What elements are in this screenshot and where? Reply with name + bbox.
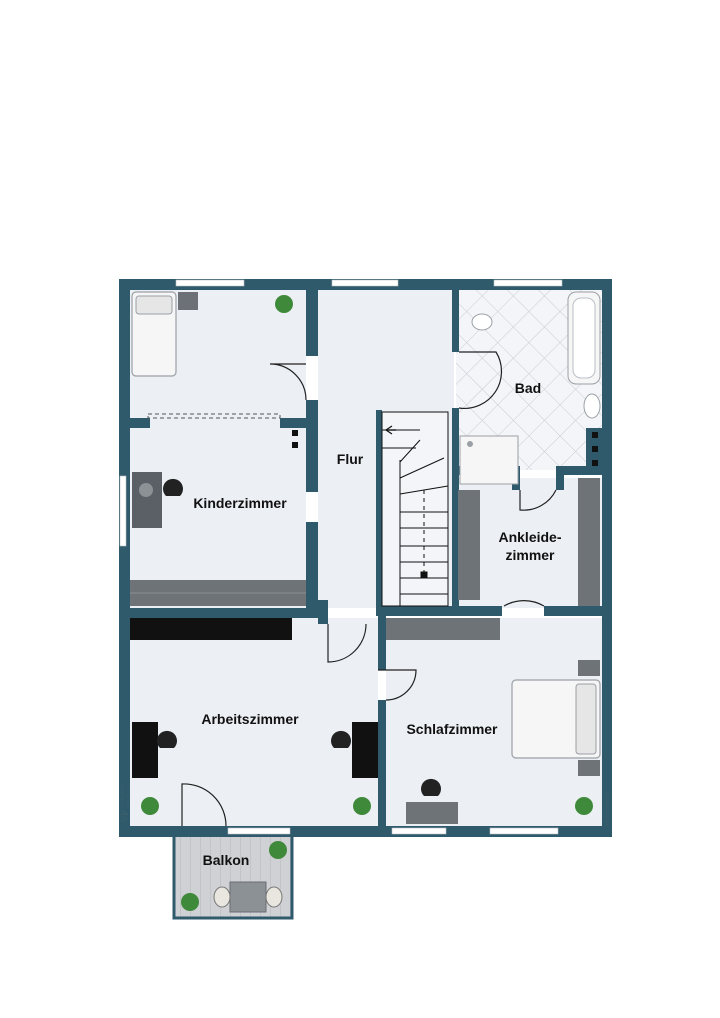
door-bad bbox=[458, 351, 503, 410]
wall-flur-stub bbox=[318, 600, 328, 624]
label-bad: Bad bbox=[515, 380, 541, 396]
brand-sub: IMMOBILIEN bbox=[126, 786, 130, 808]
kinder-nightstand bbox=[178, 292, 198, 310]
toilet bbox=[471, 313, 493, 331]
windows bbox=[119, 279, 563, 835]
label-schlafzimmer: Schlafzimmer bbox=[406, 721, 498, 737]
kinder-wardrobe-dashed bbox=[147, 413, 281, 419]
door-ankleide-bottom bbox=[503, 600, 545, 607]
label-kinderzimmer: Kinderzimmer bbox=[193, 495, 287, 511]
label-arbeitszimmer: Arbeitszimmer bbox=[201, 711, 299, 727]
arbeit-chair-left bbox=[157, 730, 177, 748]
schlaf-wardrobe bbox=[386, 618, 500, 640]
outer-wall-bottom bbox=[119, 826, 612, 837]
schlaf-chair bbox=[420, 778, 441, 796]
drawing-credit: McGrundriss bbox=[605, 792, 611, 826]
ankleide-furniture bbox=[458, 478, 600, 606]
balkon-plant-bottom-icon bbox=[181, 893, 199, 911]
arbeit-plant-right-icon bbox=[353, 797, 371, 815]
wall-kinder-split-right bbox=[280, 418, 306, 428]
wall-kinder-flur-mid bbox=[306, 400, 318, 492]
wall-arbeit-schlaf-lower bbox=[378, 700, 386, 826]
arbeitszimmer-floor bbox=[130, 618, 378, 826]
kinder-desk bbox=[132, 472, 162, 528]
wall-mid-left bbox=[130, 608, 326, 618]
wall-ankleide-stub-right bbox=[556, 466, 564, 490]
kinder-plant-icon bbox=[275, 295, 293, 313]
balkon-table bbox=[229, 881, 267, 913]
wall-flur-bad-low bbox=[452, 408, 459, 608]
schlaf-nightstand-bottom bbox=[578, 760, 600, 776]
door-kinder bbox=[269, 363, 307, 401]
label-balkon: Balkon bbox=[203, 852, 250, 868]
window-bad-top bbox=[493, 279, 563, 287]
schlaf-desk bbox=[406, 802, 458, 824]
arbeit-desk-left bbox=[132, 722, 158, 778]
door-ankleide bbox=[519, 489, 557, 511]
window-schlaf-bottom-left bbox=[391, 827, 447, 835]
bad-fixtures bbox=[459, 291, 601, 485]
kinder-chair bbox=[163, 478, 183, 496]
kinderzimmer-furniture bbox=[130, 291, 306, 606]
arbeit-desk-right bbox=[352, 722, 378, 778]
arbeit-plant-left-icon bbox=[141, 797, 159, 815]
room-labels: Kinderzimmer Flur Bad Ankleide- zimmer A… bbox=[193, 380, 562, 868]
arbeit-chair-right bbox=[330, 730, 351, 748]
wall-flur-bad bbox=[452, 290, 459, 352]
balkon-plant-top-icon bbox=[269, 841, 287, 859]
schlaf-nightstand-top bbox=[578, 660, 600, 676]
ankleide-wardrobe-right bbox=[578, 478, 600, 606]
schlafzimmer-furniture bbox=[386, 618, 601, 824]
ankleide-wardrobe-left bbox=[458, 490, 480, 600]
wall-kinder-flur-lower bbox=[306, 522, 318, 610]
label-flur: Flur bbox=[337, 451, 364, 467]
window-kinder-top bbox=[175, 279, 245, 287]
window-schlaf-bottom-right bbox=[489, 827, 559, 835]
window-kinder-left bbox=[119, 475, 127, 547]
wall-stair-left bbox=[376, 410, 382, 610]
doors bbox=[181, 351, 557, 827]
window-arbeit-bottom bbox=[227, 827, 291, 835]
door-balkon bbox=[181, 783, 227, 827]
brand-name: VON POLL bbox=[121, 783, 126, 808]
arbeitszimmer-furniture bbox=[130, 618, 378, 815]
window-flur-top bbox=[331, 279, 399, 287]
brand-mark: VP bbox=[120, 810, 130, 822]
wall-mid-far-right bbox=[544, 606, 602, 616]
sink bbox=[583, 393, 601, 419]
door-flur-arbeit bbox=[327, 623, 367, 663]
label-ankleide-line1: Ankleide- bbox=[498, 529, 561, 545]
arbeit-shelf bbox=[130, 618, 292, 640]
branding: VP VON POLL IMMOBILIEN McGrundriss bbox=[120, 783, 611, 826]
door-schlaf bbox=[378, 669, 417, 701]
ankleide-floor bbox=[456, 478, 602, 608]
outer-wall-right bbox=[602, 279, 612, 837]
wall-arbeit-schlaf-upper bbox=[378, 616, 386, 670]
outer-wall-left bbox=[119, 279, 130, 837]
wall-kinder-flur-upper bbox=[306, 290, 318, 356]
schlaf-plant-icon bbox=[575, 797, 593, 815]
wall-mid-right bbox=[376, 606, 502, 616]
wall-kinder-split bbox=[130, 418, 150, 428]
balkon-furniture bbox=[181, 841, 287, 913]
wall-bad-bottom-right bbox=[556, 466, 602, 475]
label-ankleide-line2: zimmer bbox=[505, 547, 555, 563]
staircase bbox=[381, 411, 449, 607]
